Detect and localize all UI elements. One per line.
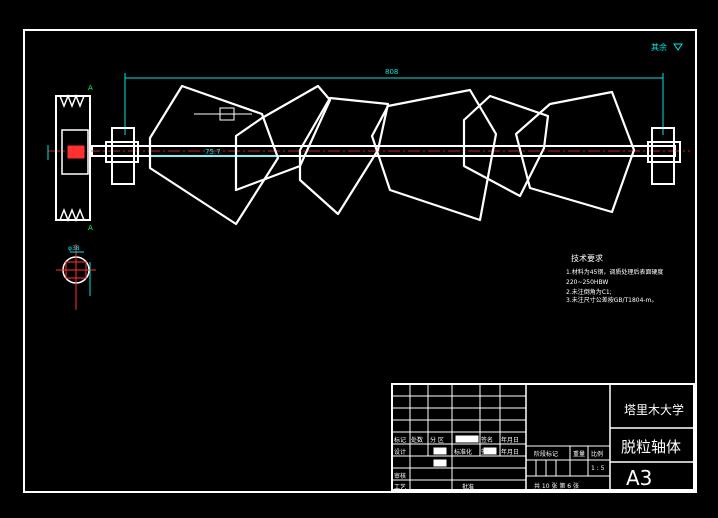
tb-standard: 标准化	[454, 448, 472, 456]
inner-dimension-text: 75.7	[205, 148, 221, 156]
overall-dimension-text: 808	[385, 68, 398, 76]
tb-hdr-mark: 标记	[394, 436, 406, 444]
roughness-icon	[673, 43, 683, 51]
right-bearing-block	[647, 127, 681, 185]
tb-hdr-sign: 签名	[481, 436, 493, 444]
section-dim-text: φ38	[68, 245, 80, 252]
beater-frame-5	[462, 94, 550, 198]
tb-date2: 年月日	[501, 448, 519, 456]
left-bearing-block	[105, 127, 139, 185]
tech-line-4: 3.未注尺寸公差按GB/T1804-m。	[566, 296, 657, 304]
left-pulley	[55, 93, 91, 223]
section-mark-a-top: A	[88, 84, 93, 92]
beater-frames	[148, 84, 636, 226]
tb-hdr-date: 年月日	[501, 436, 519, 444]
tb-ratio: 比例	[591, 450, 603, 458]
section-a-a	[56, 244, 96, 310]
tb-sign2: 签名	[481, 448, 493, 456]
tb-weight: 重量	[573, 450, 585, 458]
tb-scale: 1 : 5	[591, 465, 605, 472]
tech-line-1: 1.材料为45钢，调质处理后表面硬度	[566, 268, 663, 276]
tb-sheets: 共 10 张 第 6 张	[534, 482, 579, 490]
beater-frame-2	[234, 84, 332, 192]
tech-title: 技术要求	[571, 253, 603, 263]
tb-approve: 批准	[462, 483, 474, 491]
tb-school: 塔里木大学	[624, 402, 684, 417]
beater-frame-1	[148, 84, 280, 226]
tb-craft: 工艺	[394, 483, 406, 491]
tech-line-3: 2.未注倒角为C1;	[566, 288, 612, 296]
section-mark-a-bottom: A	[88, 224, 93, 232]
beater-frame-3	[298, 96, 390, 216]
tb-review: 审核	[394, 472, 406, 480]
tb-stage: 阶段标记	[534, 450, 558, 458]
tb-hdr-zone: 分 区	[430, 436, 444, 444]
title-block	[391, 383, 695, 491]
tb-design: 设计	[394, 448, 406, 456]
drawing-frame	[23, 29, 697, 493]
beater-frame-6	[514, 90, 636, 214]
tech-line-2: 220~250HBW	[566, 279, 608, 286]
tb-sheet-size: A3	[626, 466, 652, 490]
beater-frame-4	[370, 88, 498, 222]
tb-hdr-count: 处数	[411, 436, 423, 444]
tb-part-name: 脱粒轴体	[621, 438, 681, 456]
surface-note: 其余	[651, 42, 667, 52]
